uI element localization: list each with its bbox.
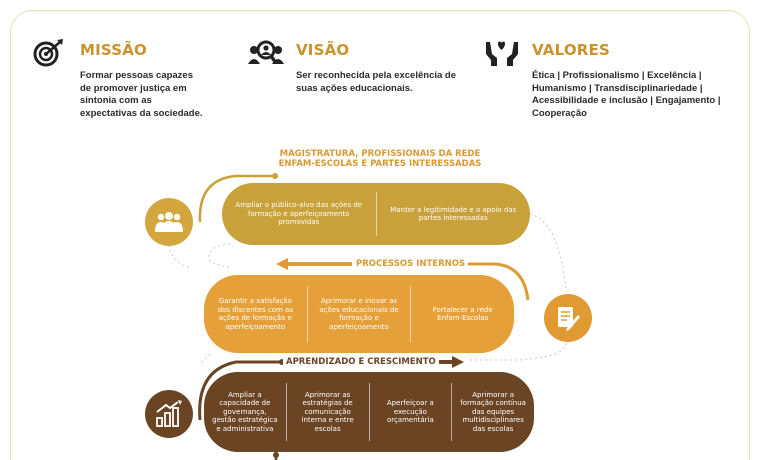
band3-item: Ampliar a capacidade de governança, gest… — [212, 390, 278, 433]
band2-item: Garantir a satisfação dos discentes com … — [217, 297, 293, 331]
processos-label: PROCESSOS INTERNOS — [353, 259, 469, 269]
missao-text: Formar pessoas capazes de promover justi… — [80, 70, 203, 119]
band-stakeholders: Ampliar o público-alvo das ações de form… — [222, 183, 530, 245]
band1-item: Manter a legitimidade e o apoio das part… — [375, 191, 531, 237]
band3-item: Aperfeiçoar a execução orçamentária — [368, 383, 452, 441]
hands-heart-icon — [486, 41, 518, 66]
band2-item: Fortalecer a rede Enfam-Escolas — [410, 285, 514, 343]
group-people-icon — [155, 212, 183, 232]
band3-item: Aprimorar a formação contínua das equipe… — [451, 383, 534, 441]
visao-text: Ser reconhecida pela excelência de suas … — [296, 70, 457, 94]
target-icon — [33, 39, 63, 67]
visao-title: VISÃO — [296, 41, 350, 59]
band-aprendizado: Ampliar a capacidade de governança, gest… — [204, 372, 534, 452]
band2-item: Aprimorar e inovar as ações educacionais… — [306, 285, 411, 343]
stakeholders-circle — [145, 198, 193, 246]
stakeholders-label-line2: ENFAM-ESCOLAS E PARTES INTERESSADAS — [278, 159, 482, 169]
aprendizado-circle — [145, 390, 193, 438]
valores-title: VALORES — [532, 41, 610, 59]
people-search-icon — [248, 40, 284, 65]
band3-item: Aprimorar as estratégias de comunicação … — [285, 383, 369, 441]
document-edit-icon — [558, 307, 580, 331]
missao-title: MISSÃO — [80, 41, 148, 59]
band-processos: Garantir a satisfação dos discentes com … — [204, 275, 514, 353]
processos-circle — [544, 294, 592, 342]
aprendizado-label: APRENDIZADO E CRESCIMENTO — [283, 357, 439, 367]
stakeholders-label-line1: MAGISTRATURA, PROFISSIONAIS DA REDE — [279, 149, 481, 159]
growth-chart-icon — [156, 400, 182, 427]
stakeholders-label: MAGISTRATURA, PROFISSIONAIS DA REDE ENFA… — [250, 149, 510, 169]
valores-text: Ética | Profissionalismo | Excelência | … — [532, 70, 721, 119]
band1-item: Ampliar o público-alvo das ações de form… — [235, 201, 363, 227]
